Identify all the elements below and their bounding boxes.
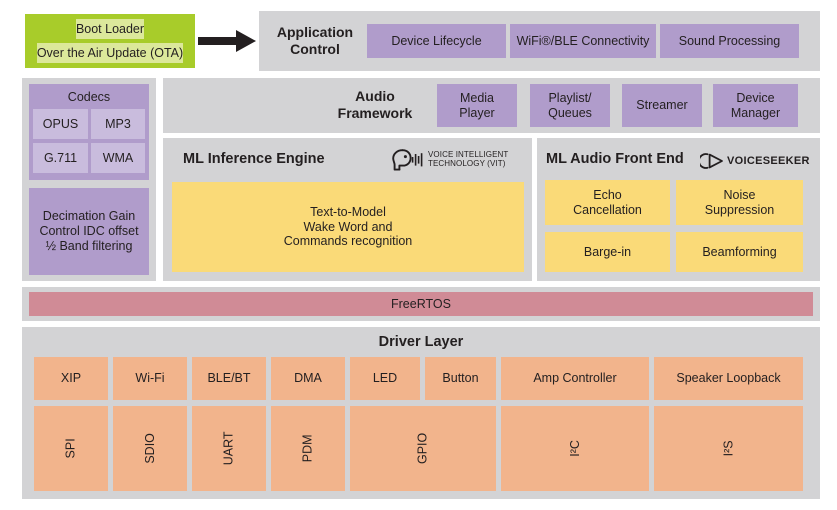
audio-framework-title-line2: Framework — [337, 105, 413, 121]
driver-i2s-box[interactable]: I²S — [654, 406, 803, 491]
playlist-queues-line1: Playlist/ — [548, 90, 592, 105]
codecs-title: Codecs — [67, 89, 111, 104]
voiceseeker-logo: VOICESEEKER — [698, 150, 818, 172]
ota-update-cell[interactable]: Over the Air Update (OTA) — [36, 43, 184, 63]
noise-suppression-box[interactable]: Noise Suppression — [676, 180, 803, 225]
text-to-model-box[interactable]: Text-to-Model Wake Word and Commands rec… — [172, 182, 524, 272]
boot-loader-cell[interactable]: Boot Loader — [75, 19, 145, 39]
driver-layer-title: Driver Layer — [378, 334, 464, 351]
driver-spi-box[interactable]: SPI — [34, 406, 108, 491]
freertos-box[interactable]: FreeRTOS — [29, 292, 813, 316]
driver-sdio-box[interactable]: SDIO — [113, 406, 187, 491]
barge-in-label: Barge-in — [583, 244, 632, 259]
right-arrow-icon — [198, 28, 258, 54]
decimation-gain-control-box[interactable]: Decimation Gain Control IDC offset ½ Ban… — [29, 188, 149, 275]
driver-speaker-loopback-box[interactable]: Speaker Loopback — [654, 357, 803, 400]
driver-led-box[interactable]: LED — [350, 357, 420, 400]
driver-xip-box[interactable]: XIP — [34, 357, 108, 400]
device-manager-line2: Manager — [730, 105, 781, 120]
media-player-box[interactable]: Media Player — [437, 84, 517, 127]
codecs-group: Codecs OPUS MP3 G.711 WMA — [29, 84, 149, 180]
driver-i2c-label: I²C — [567, 440, 582, 457]
codec-mp3-box[interactable]: MP3 — [91, 109, 145, 139]
driver-wifi-box[interactable]: Wi-Fi — [113, 357, 187, 400]
codec-g711-box[interactable]: G.711 — [33, 143, 88, 173]
beamforming-label: Beamforming — [702, 244, 777, 259]
playlist-queues-box[interactable]: Playlist/ Queues — [530, 84, 610, 127]
application-control-title-line1: Application — [276, 24, 354, 41]
voiceseeker-icon — [698, 152, 726, 170]
media-player-line2: Player — [459, 105, 495, 120]
playlist-queues-line2: Queues — [548, 105, 592, 120]
vit-logo-line2: TECHNOLOGY (VIT) — [428, 159, 506, 168]
streamer-box[interactable]: Streamer — [622, 84, 702, 127]
codec-wma-box[interactable]: WMA — [91, 143, 145, 173]
device-lifecycle-box[interactable]: Device Lifecycle — [367, 24, 506, 58]
driver-dma-box[interactable]: DMA — [271, 357, 345, 400]
text-to-model-line3: Commands recognition — [283, 234, 413, 249]
codec-opus-box[interactable]: OPUS — [33, 109, 88, 139]
echo-cancellation-line2: Cancellation — [573, 202, 642, 217]
device-manager-line1: Device — [736, 90, 775, 105]
beamforming-box[interactable]: Beamforming — [676, 232, 803, 272]
ml-audio-front-end-title: ML Audio Front End — [546, 151, 684, 168]
vit-logo: VOICE INTELLIGENT TECHNOLOGY (VIT) — [390, 145, 530, 175]
driver-pdm-box[interactable]: PDM — [271, 406, 345, 491]
driver-gpio-box[interactable]: GPIO — [350, 406, 496, 491]
driver-button-box[interactable]: Button — [425, 357, 496, 400]
driver-sdio-label: SDIO — [142, 433, 157, 464]
audio-framework-title-line1: Audio — [355, 88, 395, 105]
decimation-line2: Control IDC offset — [39, 224, 139, 239]
voiceseeker-logo-text: VOICESEEKER — [727, 155, 810, 167]
driver-spi-label: SPI — [63, 438, 78, 459]
driver-pdm-label: PDM — [300, 434, 315, 463]
boot-loader-group: Boot Loader Over the Air Update (OTA) — [25, 14, 195, 68]
sound-processing-box[interactable]: Sound Processing — [660, 24, 799, 58]
vit-logo-line1: VOICE INTELLIGENT — [428, 150, 509, 160]
wifi-ble-connectivity-box[interactable]: WiFi®/BLE Connectivity — [510, 24, 656, 58]
streamer-line1: Streamer — [636, 98, 688, 113]
media-player-line1: Media — [459, 90, 495, 105]
text-to-model-line2: Wake Word and — [303, 219, 393, 234]
application-control-title-line2: Control — [290, 41, 340, 57]
vit-logo-text: VOICE INTELLIGENT TECHNOLOGY (VIT) — [428, 150, 509, 169]
driver-uart-box[interactable]: UART — [192, 406, 266, 491]
driver-i2s-label: I²S — [721, 440, 736, 457]
echo-cancellation-line1: Echo — [593, 187, 622, 202]
barge-in-box[interactable]: Barge-in — [545, 232, 670, 272]
ml-inference-engine-title: ML Inference Engine — [183, 151, 325, 168]
decimation-line1: Decimation Gain — [42, 209, 136, 224]
device-manager-box[interactable]: Device Manager — [713, 84, 798, 127]
application-control-title: Application Control — [265, 22, 365, 60]
text-to-model-line1: Text-to-Model — [310, 204, 386, 219]
driver-uart-label: UART — [221, 431, 236, 466]
noise-suppression-line1: Noise — [723, 187, 756, 202]
audio-framework-title: Audio Framework — [320, 86, 430, 124]
voice-head-icon — [390, 147, 426, 173]
decimation-line3: ½ Band filtering — [45, 238, 133, 253]
driver-amp-controller-box[interactable]: Amp Controller — [501, 357, 649, 400]
driver-gpio-label: GPIO — [415, 432, 430, 465]
noise-suppression-line2: Suppression — [704, 202, 775, 217]
driver-i2c-box[interactable]: I²C — [501, 406, 649, 491]
echo-cancellation-box[interactable]: Echo Cancellation — [545, 180, 670, 225]
driver-ble-bt-box[interactable]: BLE/BT — [192, 357, 266, 400]
wifi-ble-connectivity-label: WiFi®/BLE Connectivity — [516, 33, 650, 48]
